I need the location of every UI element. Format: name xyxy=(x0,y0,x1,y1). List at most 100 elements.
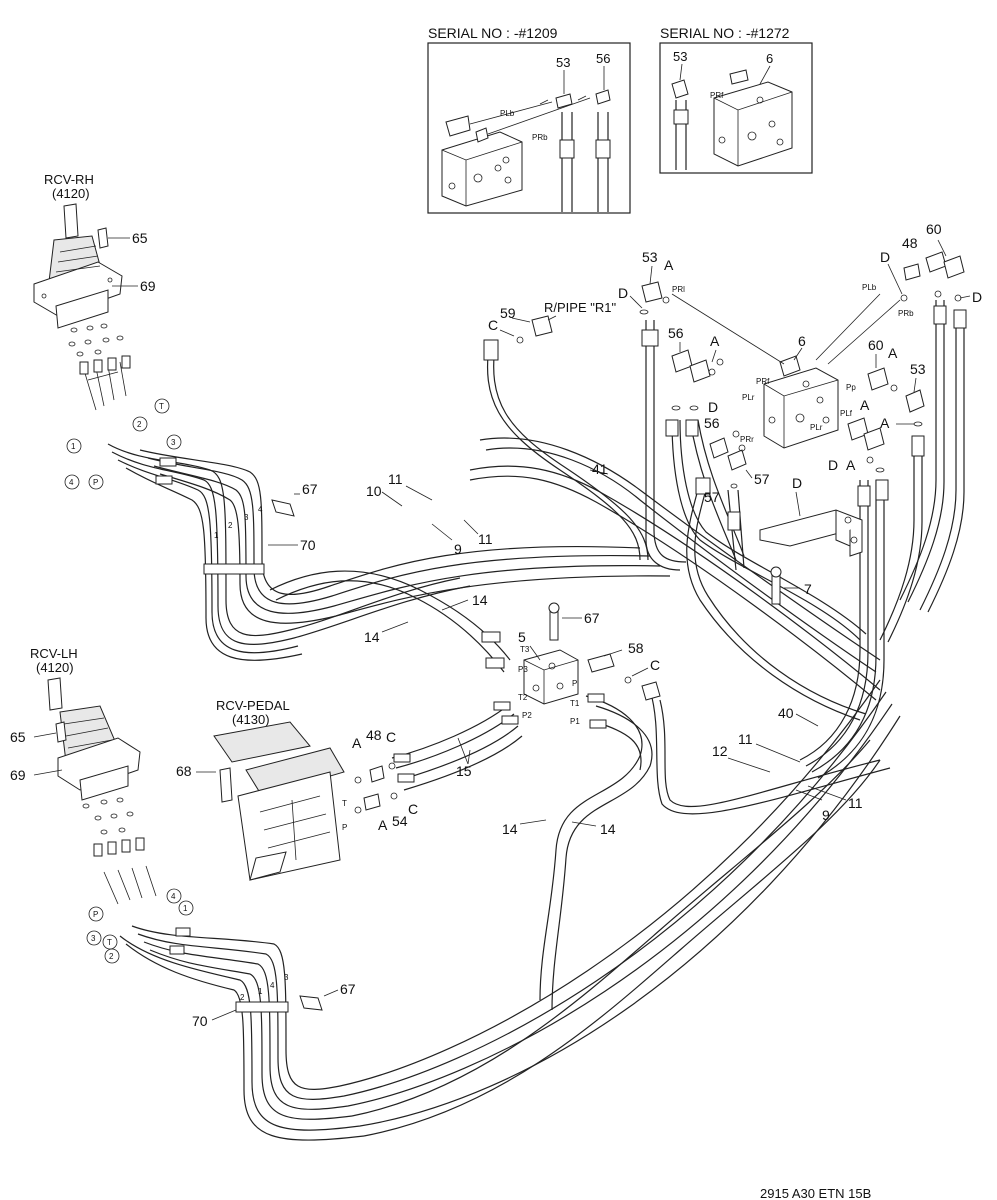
rcv-pedal-label: RCV-PEDAL xyxy=(216,698,290,713)
callout-59: 59 xyxy=(500,305,516,321)
callout-14-b: 14 xyxy=(364,629,380,645)
callout-15: 15 xyxy=(456,763,472,779)
port-prb: PRb xyxy=(898,309,914,318)
pedal-callout-48: 48 xyxy=(366,727,382,743)
valve-callout-a-4: D xyxy=(828,457,838,473)
inset-2-callout-53: 53 xyxy=(673,49,687,64)
valve-callout-60-a: 60 xyxy=(868,337,884,353)
terminal-block-5: 67 5 T3 T2 T1 P3 P2 P1 P 58 C xyxy=(518,602,660,726)
block-port-p1: P1 xyxy=(570,717,580,726)
hoses-15: 15 48 C A 54 A C xyxy=(352,701,523,833)
right-hose-run: 40 11 12 11 9 xyxy=(469,300,967,823)
inset-2-title: SERIAL NO : -#1272 xyxy=(660,25,790,41)
rh-port-index-4: 4 xyxy=(258,505,263,514)
rcv-rh-callout-69: 69 xyxy=(140,278,156,294)
rcv-lh-assembly: RCV-LH (4120) 65 69 xyxy=(10,646,157,905)
bracket-7: D 7 xyxy=(759,475,863,605)
rpipe-r1: R/PIPE "R1" 59 C xyxy=(488,300,616,344)
lh-port-4: 4 xyxy=(171,892,176,901)
valve-callout-a-1: A xyxy=(664,257,674,273)
callout-11-c: 11 xyxy=(738,731,753,747)
valve-callout-60-b: 60 xyxy=(926,221,942,237)
lh-port-index-1: 2 xyxy=(240,993,245,1002)
lh-port-3: 3 xyxy=(91,934,96,943)
lh-callout-70: 70 xyxy=(192,1013,208,1029)
valve-callout-a-5: D xyxy=(880,249,890,265)
callout-41: 41 xyxy=(592,461,608,477)
rcv-lh-label: RCV-LH xyxy=(30,646,78,661)
callout-14-d: 14 xyxy=(600,821,616,837)
rcv-rh-code: (4120) xyxy=(52,186,90,201)
callout-40: 40 xyxy=(778,705,794,721)
block-port-p3: P3 xyxy=(518,665,528,674)
valve-callout-d-4: A xyxy=(880,415,890,431)
pedal-callout-c-1: C xyxy=(386,729,396,745)
rh-port-p: P xyxy=(93,478,98,487)
callout-10: 10 xyxy=(366,483,382,499)
rh-port-3: 3 xyxy=(171,438,176,447)
rcv-lh-callout-69: 69 xyxy=(10,767,26,783)
inset-1-port-plb: PLb xyxy=(500,109,515,118)
rh-hose-bundle: 1 2 3 4 67 70 xyxy=(107,443,671,673)
port-prr: PRr xyxy=(740,435,754,444)
inset-serial-1209: SERIAL NO : -#1209 53 56 PLb PRb xyxy=(427,25,631,214)
valve-callout-53-b: 53 xyxy=(910,361,926,377)
page-footer: 2915 A30 ETN 15B xyxy=(760,1186,871,1200)
inset-serial-1272: SERIAL NO : -#1272 53 6 PRf xyxy=(659,25,813,174)
valve-callout-d-6: D xyxy=(972,289,982,305)
rcv-pedal-code: (4130) xyxy=(232,712,270,727)
port-plb: PLb xyxy=(862,283,877,292)
lh-port-p: P xyxy=(93,910,98,919)
rh-port-1: 1 xyxy=(71,442,76,451)
callout-14-a: 14 xyxy=(472,592,488,608)
hoses-14-lower: 14 14 xyxy=(502,681,891,1011)
inset-2-port-prf: PRf xyxy=(710,91,724,100)
pedal-callout-a-2: A xyxy=(378,817,388,833)
valve-callout-d-1: D xyxy=(618,285,628,301)
callout-11-d: 11 xyxy=(848,795,863,811)
rh-port-t: T xyxy=(159,402,164,411)
inset-1-port-prb: PRb xyxy=(532,133,548,142)
valve-callout-a-3: A xyxy=(888,345,898,361)
rcv-lh-callout-65: 65 xyxy=(10,729,26,745)
pedal-port-p: P xyxy=(342,823,347,832)
pedal-callout-68: 68 xyxy=(176,763,192,779)
pedal-callout-a-1: A xyxy=(352,735,362,751)
valve-callout-56-a: 56 xyxy=(668,325,684,341)
rcv-rh-assembly: RCV-RH (4120) 65 69 xyxy=(33,172,156,411)
port-prl: PRl xyxy=(672,285,685,294)
port-plr: PLr xyxy=(742,393,755,402)
pedal-callout-54: 54 xyxy=(392,813,408,829)
inset-2-callout-6: 6 xyxy=(766,51,773,66)
rh-port-2: 2 xyxy=(137,420,142,429)
valve-fittings: 53 A D 56 A D 56 57 57 60 A 53 xyxy=(618,221,982,505)
valve-callout-a-2: A xyxy=(710,333,720,349)
valve-callout-d-5: A xyxy=(846,457,856,473)
block-port-t3: T3 xyxy=(520,645,530,654)
valve-callout-53-a: 53 xyxy=(642,249,658,265)
block-port-t1: T1 xyxy=(570,699,580,708)
lh-port-index-3: 4 xyxy=(270,981,275,990)
port-prf: PRf xyxy=(756,377,770,386)
callout-11-a: 11 xyxy=(388,471,403,487)
pedal-port-t: T xyxy=(342,799,347,808)
inset-1-title: SERIAL NO : -#1209 xyxy=(428,25,558,41)
callout-7: D xyxy=(792,475,802,491)
valve-callout-6: 6 xyxy=(798,333,806,349)
rh-callout-67: 67 xyxy=(302,481,318,497)
rh-callout-70: 70 xyxy=(300,537,316,553)
block-port-t2: T2 xyxy=(518,693,528,702)
bracket-callout-67: 7 xyxy=(804,581,812,597)
port-plf: PLf xyxy=(840,409,853,418)
block-port-p: P xyxy=(572,679,577,688)
block-callout-c: C xyxy=(650,657,660,673)
valve-callout-57-b: 57 xyxy=(754,471,770,487)
lh-port-index-2: 1 xyxy=(258,987,263,996)
inset-1-callout-53: 53 xyxy=(556,55,570,70)
callout-9-a: 9 xyxy=(454,541,462,557)
valve-callout-57-a: 56 xyxy=(704,415,720,431)
rcv-rh-callout-65: 65 xyxy=(132,230,148,246)
port-plr-2: PLr xyxy=(810,423,823,432)
lh-port-1: 1 xyxy=(183,904,188,913)
